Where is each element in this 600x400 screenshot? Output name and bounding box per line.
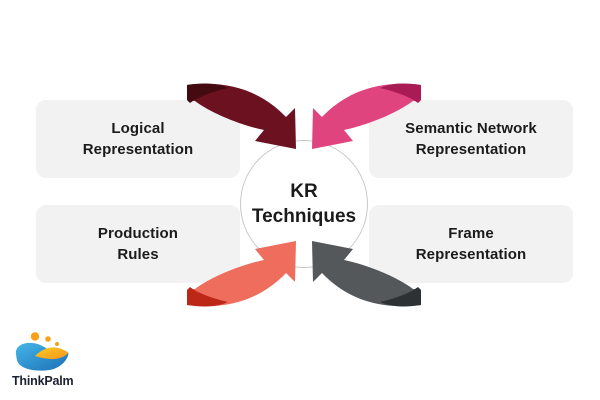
node-label-line1: Frame [448,225,494,242]
logo-dot-medium [45,336,51,342]
node-label-line2: Rules [117,246,159,263]
node-label-line1: Semantic Network [405,120,537,137]
thinkpalm-logo: ThinkPalm [0,322,110,392]
node-production-rules: Production Rules [36,205,240,283]
kr-techniques-circle: KR Techniques [240,140,368,268]
node-label-line1: Logical [111,120,165,137]
center-label-line1: KR [290,181,318,202]
logo-dot-small [55,342,59,346]
thinkpalm-wordmark: ThinkPalm [12,374,74,388]
node-semantic-network-representation: Semantic Network Representation [369,100,573,178]
node-frame-representation: Frame Representation [369,205,573,283]
node-label-line2: Representation [415,141,527,158]
logo-wave-yellow [35,347,69,360]
node-label-line2: Representation [82,141,194,158]
arrow-ribbon-fold [187,287,228,307]
center-label-line2: Techniques [251,206,357,227]
node-label-line2: Representation [415,246,527,263]
node-logical-representation: Logical Representation [36,100,240,178]
logo-dot-large [30,332,40,341]
arrow-ribbon-fold [380,287,421,307]
thinkpalm-logo-mark [15,332,69,371]
node-label-line1: Production [97,225,179,242]
